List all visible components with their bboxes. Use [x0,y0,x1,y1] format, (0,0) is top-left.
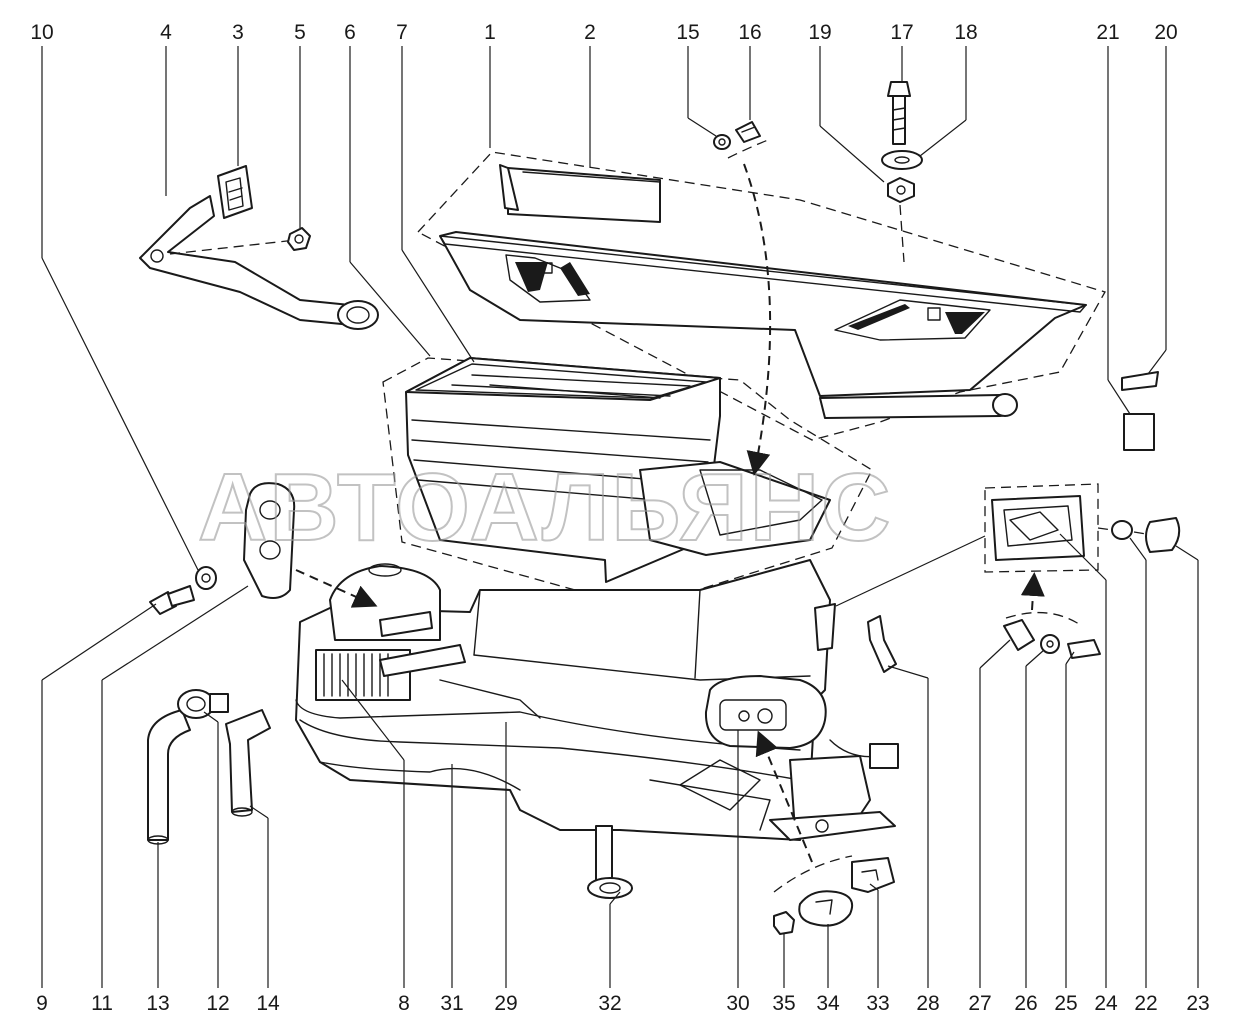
callout-22: 22 [1134,992,1157,1015]
callout-30: 30 [726,992,749,1015]
callout-7: 7 [396,21,408,44]
callout-5: 5 [294,21,306,44]
callout-27: 27 [968,992,991,1015]
filter-housing [382,357,873,609]
callout-18: 18 [954,21,977,44]
bolt-washer-nut-17-18-19 [881,81,923,263]
upper-cover-assembly [416,151,1106,441]
callout-16: 16 [738,21,761,44]
callout-32: 32 [598,992,621,1015]
clip-28 [867,615,897,673]
callout-8: 8 [398,992,410,1015]
callout-2: 2 [584,21,596,44]
lever-rod [139,195,379,330]
callout-6: 6 [344,21,356,44]
callout-33: 33 [866,992,889,1015]
screw-set-25-26-27 [1003,611,1101,659]
callout-14: 14 [256,992,280,1015]
callout-3: 3 [232,21,244,44]
leader-lines [41,46,1199,988]
callout-25: 25 [1054,992,1077,1015]
regulator-24-22-23 [984,483,1181,611]
callout-31: 31 [440,992,463,1015]
callout-labels-top: 10 4 3 5 6 7 1 2 15 16 19 17 18 21 20 [30,21,1177,44]
watermark-text: АВТОАЛЬЯНС [198,454,892,561]
callout-26: 26 [1014,992,1037,1015]
bracket-washer-screw-9-10-11 [149,482,378,615]
callout-9: 9 [36,992,48,1015]
callout-13: 13 [146,992,169,1015]
callout-4: 4 [160,21,172,44]
callout-10: 10 [30,21,53,44]
callout-17: 17 [890,21,913,44]
callout-12: 12 [206,992,229,1015]
callout-34: 34 [816,992,840,1015]
callout-24: 24 [1094,992,1118,1015]
callout-23: 23 [1186,992,1209,1015]
blower-fan-fins [323,653,389,697]
callout-11: 11 [91,992,113,1015]
clip-20-21 [1121,371,1159,451]
clip-part [217,165,253,219]
hoses-12-13-14 [147,689,271,845]
callout-21: 21 [1096,21,1119,44]
heater-housing [295,559,899,899]
washer-screw-15-16 [713,121,772,476]
callout-29: 29 [494,992,517,1015]
callout-1: 1 [484,21,496,44]
nut-5 [287,227,311,251]
callout-35: 35 [772,992,795,1015]
callout-labels-bottom: 9 11 13 12 14 8 31 29 32 30 35 34 33 28 … [36,992,1210,1015]
callout-19: 19 [808,21,831,44]
clips-33-34-35 [755,730,895,935]
callout-20: 20 [1154,21,1177,44]
callout-28: 28 [916,992,939,1015]
callout-15: 15 [676,21,699,44]
